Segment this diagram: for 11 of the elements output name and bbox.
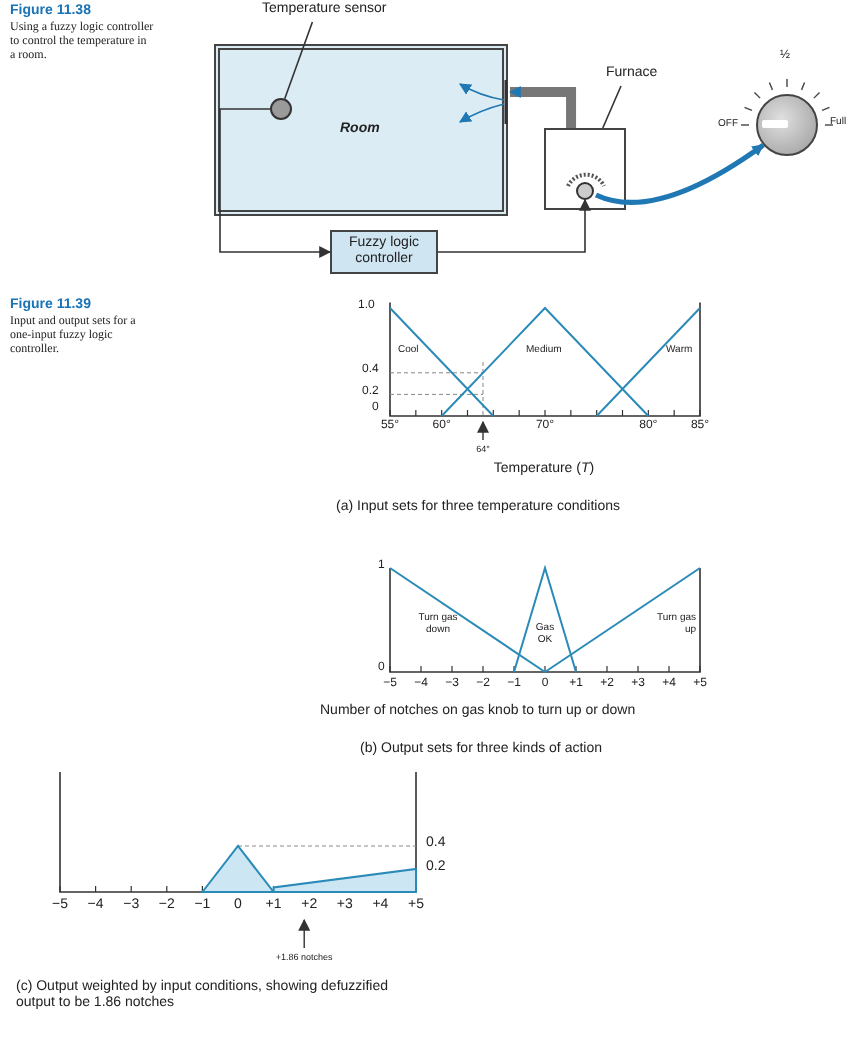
sensor-circle bbox=[270, 98, 292, 120]
control-knob bbox=[756, 94, 818, 156]
curved-arrow bbox=[595, 142, 765, 205]
leader-line bbox=[602, 85, 622, 129]
dial-circle bbox=[576, 182, 594, 200]
duct-pipe bbox=[508, 86, 577, 128]
connector-arrow bbox=[219, 108, 332, 258]
furnace-box bbox=[544, 128, 626, 210]
leader-line bbox=[283, 21, 314, 100]
connector-arrow bbox=[437, 198, 591, 253]
room-box bbox=[214, 44, 508, 216]
